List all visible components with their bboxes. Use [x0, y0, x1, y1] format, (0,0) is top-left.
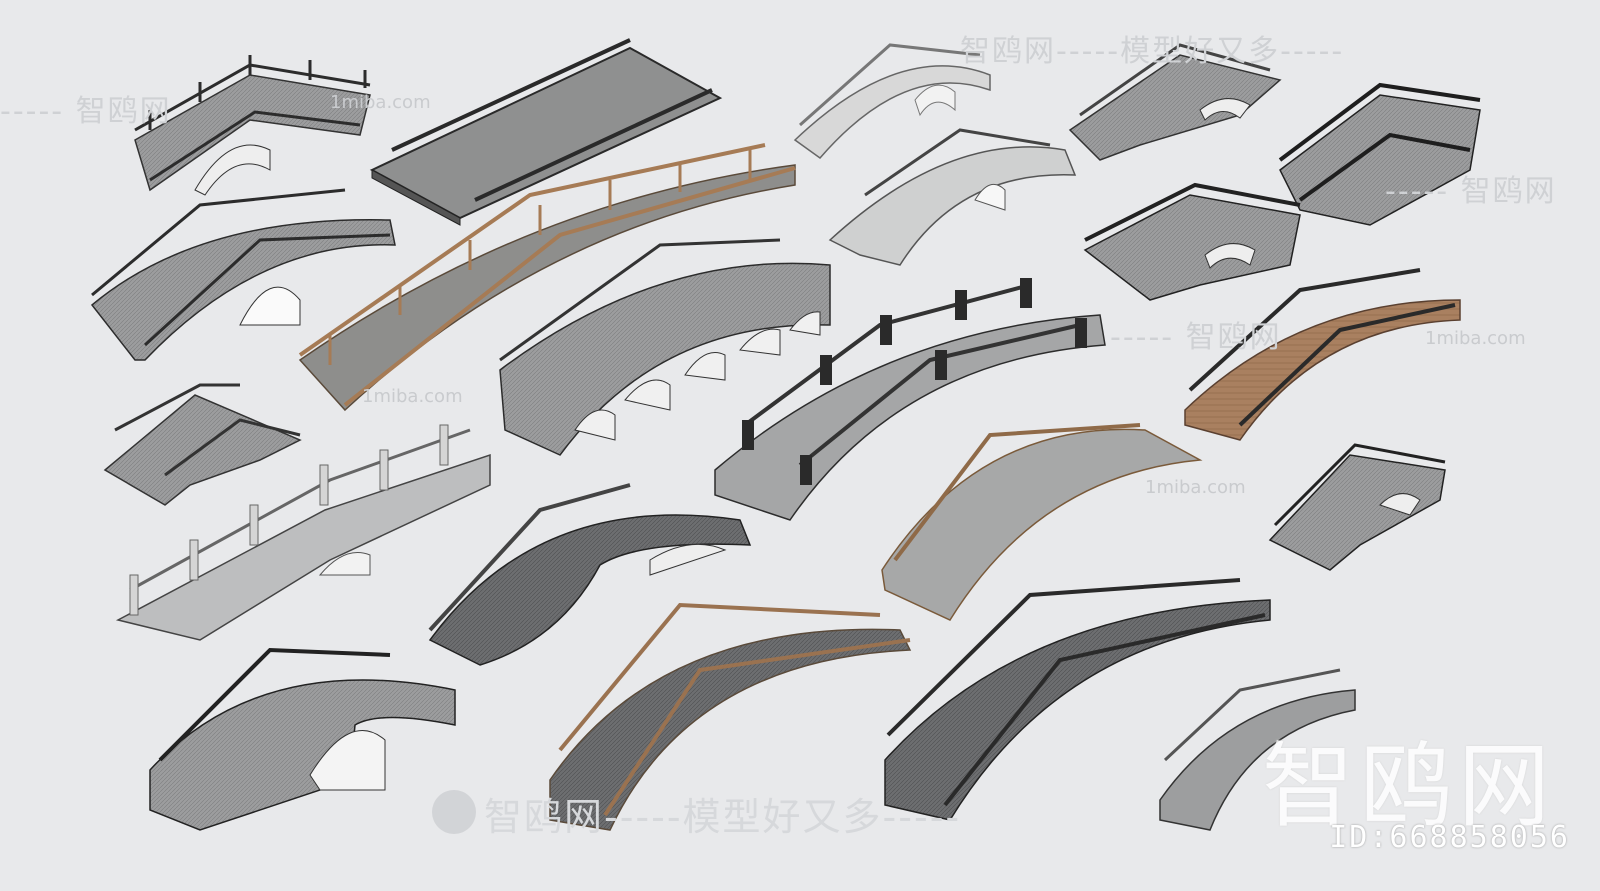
- bridge-model-7: [298, 143, 796, 412]
- watermark-url-4: 1miba.com: [1145, 477, 1246, 498]
- model-id-label: ID:668858056: [1329, 820, 1570, 855]
- bridge-model-12: [1184, 268, 1461, 441]
- watermark-tagline-top: 智鸥网-----模型好又多-----: [960, 34, 1345, 69]
- bridge-model-1: [134, 55, 371, 196]
- seagull-logo-icon: [432, 790, 476, 834]
- bridge-model-14: [115, 424, 491, 641]
- bridge-model-3: [793, 43, 991, 160]
- bridge-model-9: [714, 278, 1106, 521]
- watermark-tagline-bottom: 智鸥网-----模型好又多-----: [484, 795, 962, 839]
- watermark-url-2: 1miba.com: [362, 386, 463, 407]
- bridge-model-2: [369, 38, 723, 226]
- bridge-model-15: [428, 483, 752, 666]
- bridge-model-19: [549, 602, 912, 831]
- bridge-model-11: [1083, 182, 1301, 301]
- watermark-brand-large: 智鸥网: [1261, 733, 1556, 840]
- watermark-url-1: 1miba.com: [330, 92, 431, 113]
- bridge-model-21: [1159, 668, 1356, 831]
- bridge-model-10: [828, 128, 1077, 266]
- watermark-tag-right: ----- 智鸥网: [1385, 174, 1557, 209]
- bridge-model-18: [149, 647, 456, 831]
- bridge-model-8: [499, 238, 831, 456]
- bridge-model-16: [881, 423, 1203, 621]
- bridge-model-6: [90, 188, 396, 361]
- bridge-model-17: [1268, 443, 1446, 571]
- watermark-url-3: 1miba.com: [1425, 328, 1526, 349]
- bridge-model-5: [1278, 82, 1481, 226]
- bridge-model-20: [884, 578, 1271, 821]
- bridge-model-4: [1068, 43, 1282, 161]
- watermark-tag-mid: ----- 智鸥网: [1110, 320, 1282, 355]
- watermark-tag-left: ----- 智鸥网: [0, 94, 172, 129]
- bridge-model-13: [103, 383, 302, 506]
